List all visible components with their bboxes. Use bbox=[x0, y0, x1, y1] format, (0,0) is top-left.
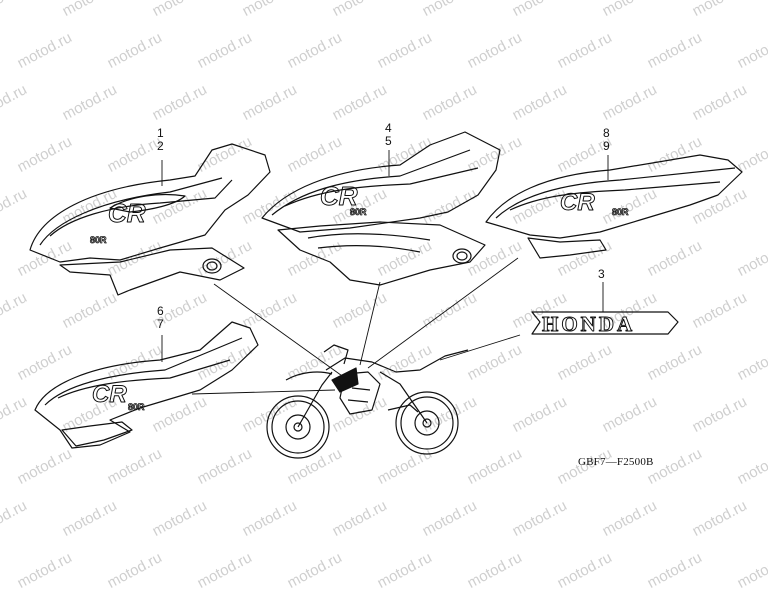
decal-model-text: 80R bbox=[612, 207, 629, 217]
shroud-decal-8-9: CR 80R bbox=[485, 154, 743, 259]
callout-lines bbox=[161, 150, 609, 362]
callout-number: 6 bbox=[157, 304, 164, 318]
callout-number: 1 bbox=[157, 126, 164, 140]
decal-cr-logo: CR bbox=[320, 181, 358, 211]
callout-4-5: 4 5 bbox=[385, 122, 392, 148]
callout-number: 2 bbox=[157, 139, 164, 153]
callout-number: 5 bbox=[385, 134, 392, 148]
shroud-decal-4-5: CR 80R bbox=[261, 131, 501, 286]
decal-cr-logo: CR bbox=[108, 198, 146, 228]
shroud-decal-1-2: CR 80R bbox=[29, 143, 271, 296]
callout-6-7: 6 7 bbox=[157, 305, 164, 331]
callout-number: 3 bbox=[598, 267, 605, 281]
emblem-text: HONDA bbox=[542, 312, 635, 336]
decal-cr-logo: CR bbox=[560, 189, 595, 216]
callout-1-2: 1 2 bbox=[157, 127, 164, 153]
decal-cr-logo: CR bbox=[92, 381, 127, 408]
honda-emblem-3: HONDA bbox=[531, 311, 679, 337]
parts-diagram: CR 80R CR 80R CR 80R CR 80R bbox=[29, 131, 743, 459]
callout-number: 7 bbox=[157, 317, 164, 331]
decal-model-text: 80R bbox=[350, 207, 367, 217]
decal-model-text: 80R bbox=[128, 402, 145, 412]
shroud-decal-6-7: CR 80R bbox=[34, 321, 259, 449]
diagram-code: GBF7—F2500B bbox=[578, 456, 654, 468]
callout-number: 9 bbox=[603, 139, 610, 153]
callout-number: 4 bbox=[385, 121, 392, 135]
callout-8-9: 8 9 bbox=[603, 127, 610, 153]
callout-number: 8 bbox=[603, 126, 610, 140]
decal-model-text: 80R bbox=[90, 235, 107, 245]
callout-3: 3 bbox=[598, 268, 605, 281]
leader-lines bbox=[191, 257, 521, 395]
motorcycle-drawing bbox=[266, 344, 469, 459]
